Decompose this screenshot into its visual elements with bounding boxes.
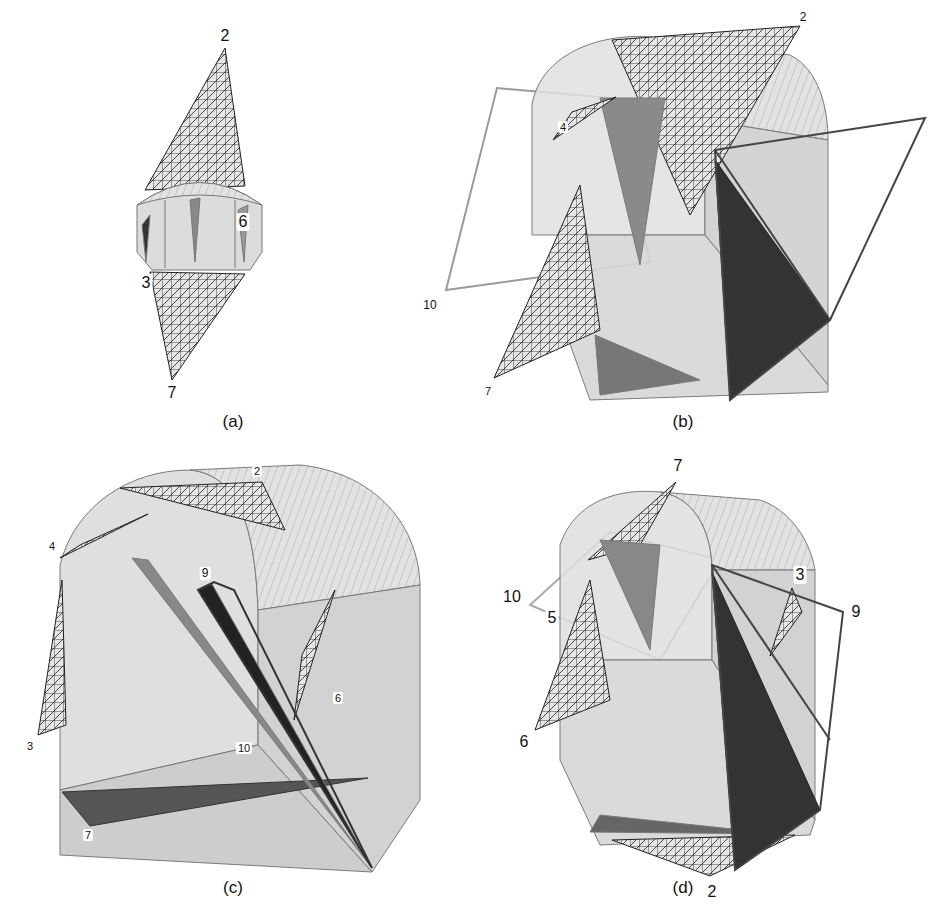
panel-label-box: (b) (671, 413, 696, 432)
panel-label: (d) (671, 879, 696, 898)
callout-number: 10 (236, 742, 252, 754)
callout-number: 7 (83, 829, 93, 841)
callout-number: 10 (501, 588, 523, 606)
panel-c-drawing (38, 465, 420, 872)
callout-box: 3 (794, 566, 807, 584)
callout-box: 4 (47, 536, 57, 554)
callout-number: 2 (219, 27, 232, 45)
callout-number: 4 (47, 540, 57, 552)
callout-number: 6 (518, 733, 531, 751)
callout-box: 2 (798, 7, 809, 25)
callout-number: 6 (237, 213, 250, 231)
callout-box: 6 (237, 213, 250, 231)
callout-box: 9 (850, 603, 863, 621)
callout-number: 5 (546, 609, 559, 627)
callout-number: 2 (798, 11, 809, 24)
panel-label-box: (a) (221, 413, 246, 432)
callout-number: 3 (140, 274, 153, 292)
callout-number: 9 (850, 603, 863, 621)
callout-number: 7 (672, 457, 685, 475)
callout-number: 9 (200, 567, 211, 580)
callout-number: 3 (25, 740, 35, 752)
callout-number: 2 (706, 883, 719, 901)
callout-number: 7 (483, 385, 493, 397)
callout-box: 7 (483, 381, 493, 399)
callout-box: 10 (421, 295, 438, 313)
callout-box: 5 (546, 609, 559, 627)
callout-box: 2 (252, 461, 262, 479)
panel-label-box: (d) (671, 879, 696, 898)
callout-number: 3 (794, 566, 807, 584)
callout-number: 10 (421, 299, 438, 312)
panel-label: (c) (221, 879, 245, 898)
callout-box: 7 (672, 457, 685, 475)
callout-box: 6 (518, 733, 531, 751)
panel-label: (a) (221, 413, 246, 432)
panel-label: (b) (671, 413, 696, 432)
panel-b-drawing (446, 26, 925, 400)
callout-box: 10 (236, 738, 252, 756)
panel-label-box: (c) (221, 879, 245, 898)
panel-a-drawing (137, 48, 262, 380)
callout-box: 2 (706, 883, 719, 901)
callout-number: 7 (166, 384, 179, 402)
callout-box: 6 (333, 688, 343, 706)
callout-box: 7 (83, 825, 93, 843)
callout-box: 10 (501, 588, 523, 606)
callout-box: 2 (219, 27, 232, 45)
callout-number: 6 (333, 692, 343, 704)
callout-box: 3 (140, 274, 153, 292)
callout-number: 2 (252, 465, 262, 477)
callout-box: 9 (200, 563, 211, 581)
panel-d-drawing (530, 482, 843, 876)
callout-box: 4 (558, 117, 568, 135)
callout-number: 4 (558, 121, 568, 133)
callout-box: 3 (25, 736, 35, 754)
callout-box: 7 (166, 384, 179, 402)
